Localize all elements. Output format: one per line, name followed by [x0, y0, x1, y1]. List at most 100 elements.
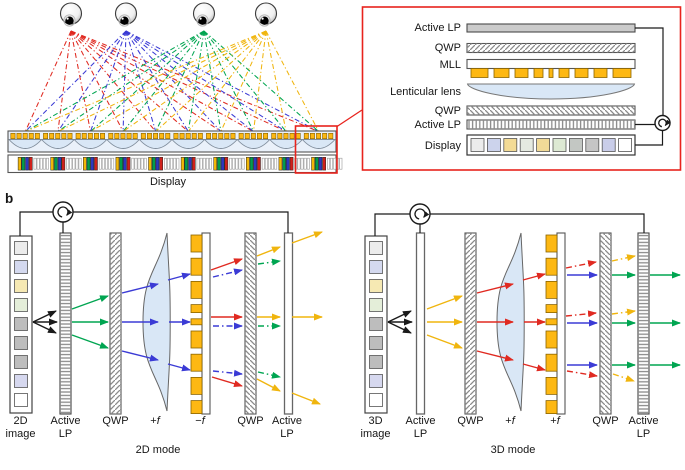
power-wire	[19, 211, 53, 236]
qwp1-bar-hatch	[465, 233, 476, 414]
sign: +	[550, 415, 556, 427]
view-ray-yellow	[265, 30, 287, 132]
caption-2d-mode: 2D mode	[136, 444, 181, 456]
image-pixel	[14, 317, 28, 331]
lenticular-lens-shape	[466, 83, 636, 100]
pixel-cell	[86, 157, 91, 171]
pixel-cell	[311, 157, 315, 171]
active-lp2-bar	[283, 232, 294, 415]
view-ray-green	[122, 30, 205, 132]
mll-block	[612, 68, 632, 78]
view-ray-blue	[125, 30, 319, 132]
pixel-cell-off	[199, 157, 203, 170]
pixel-cell-off	[264, 157, 268, 170]
pixel-cell-off	[137, 157, 141, 170]
mll-microblock	[100, 133, 106, 140]
image-pixel	[369, 374, 383, 388]
mll-block	[558, 68, 570, 78]
pixel-cell-off	[173, 157, 177, 170]
label-2d-image-1: 2D	[13, 415, 27, 427]
mll-block	[493, 68, 510, 78]
pixel-cell-off	[167, 157, 170, 170]
f: f	[512, 415, 516, 427]
display-subpixel	[486, 138, 501, 152]
pixel-cell	[253, 157, 258, 171]
pixel-cell-off	[105, 157, 108, 170]
mll-microblock	[140, 133, 146, 140]
mll-microblock	[309, 133, 315, 140]
pixel-cell	[54, 157, 58, 171]
view-ray-blue	[24, 30, 127, 132]
view-ray-green	[90, 30, 205, 132]
mll-microblock	[49, 133, 55, 140]
pixel-cell	[25, 157, 29, 171]
mll-microblock	[277, 133, 283, 140]
mll-microblock	[224, 133, 230, 140]
mll-block	[545, 280, 558, 299]
light-ray-red	[522, 272, 546, 281]
mll-block	[545, 400, 558, 415]
pixel-cell-off	[330, 157, 333, 170]
mll-block	[548, 68, 554, 78]
light-ray-red	[476, 350, 514, 362]
light-ray-blue	[167, 272, 191, 281]
light-ray-blue-dashdot	[212, 268, 243, 278]
pixel-cell-off	[75, 157, 79, 170]
image-pixel	[369, 355, 383, 369]
pixel-cell	[50, 157, 55, 171]
inset-label-qwp-top: QWP	[435, 42, 461, 54]
view-ray-yellow	[252, 30, 267, 132]
mll-microblock	[250, 133, 256, 140]
mll-microblock	[230, 133, 236, 140]
light-ray-yellow-dashdot	[611, 308, 636, 316]
light-ray-blue	[167, 363, 191, 372]
pupil-glint	[121, 17, 124, 20]
pixel-cell	[282, 157, 286, 171]
mll-block	[190, 353, 203, 372]
mll-block	[190, 280, 203, 299]
panel-b-letter: b	[5, 191, 13, 206]
light-ray-yellow	[256, 378, 281, 392]
pixel-cell-off	[176, 157, 180, 170]
label-2d-qwp2: QWP	[237, 415, 263, 427]
mll-block	[190, 318, 203, 326]
label-3d-alp1-2: LP	[414, 428, 427, 440]
label-2d-plus-f: +f	[150, 415, 160, 427]
display-subpixel	[470, 138, 485, 152]
display-subpixel	[552, 138, 567, 152]
pixel-cell-off	[143, 157, 147, 170]
pixel-cell	[28, 157, 33, 171]
pixel-cell-off	[339, 157, 343, 170]
display-label: Display	[150, 176, 187, 188]
pixel-cell-off	[202, 157, 206, 170]
mll-microblock	[67, 133, 73, 140]
light-ray-blue	[121, 282, 159, 294]
mll-microblock	[271, 133, 277, 140]
view-ray-green	[203, 30, 320, 132]
inset-label-active-lp-bottom: Active LP	[415, 119, 461, 131]
pixel-cell	[257, 157, 261, 171]
iris	[258, 14, 271, 27]
image-pixel	[14, 260, 28, 274]
light-ray-red	[522, 363, 546, 372]
view-ray-yellow	[155, 30, 267, 132]
pixel-cell	[184, 157, 189, 171]
mll-microblock	[244, 133, 250, 140]
pixel-cell-off	[229, 157, 233, 170]
image-pixel	[14, 241, 28, 255]
inset-wire-top	[635, 27, 664, 116]
lenticular-arc	[301, 139, 337, 149]
pixel-cell	[322, 157, 326, 171]
pixel-cell	[318, 157, 323, 171]
pixel-cell-off	[45, 157, 49, 170]
inset-wire-bottom	[635, 130, 664, 146]
view-ray-blue	[90, 30, 127, 132]
mll-microblock	[81, 133, 87, 140]
light-ray-black	[32, 310, 57, 323]
view-ray-blue	[57, 30, 127, 132]
pixel-cell-off	[271, 157, 274, 170]
pixel-cell	[119, 157, 123, 171]
light-ray-green-dashdot	[257, 258, 281, 266]
pixel-cell	[191, 157, 196, 171]
label-2d-alp2-2: LP	[280, 428, 293, 440]
